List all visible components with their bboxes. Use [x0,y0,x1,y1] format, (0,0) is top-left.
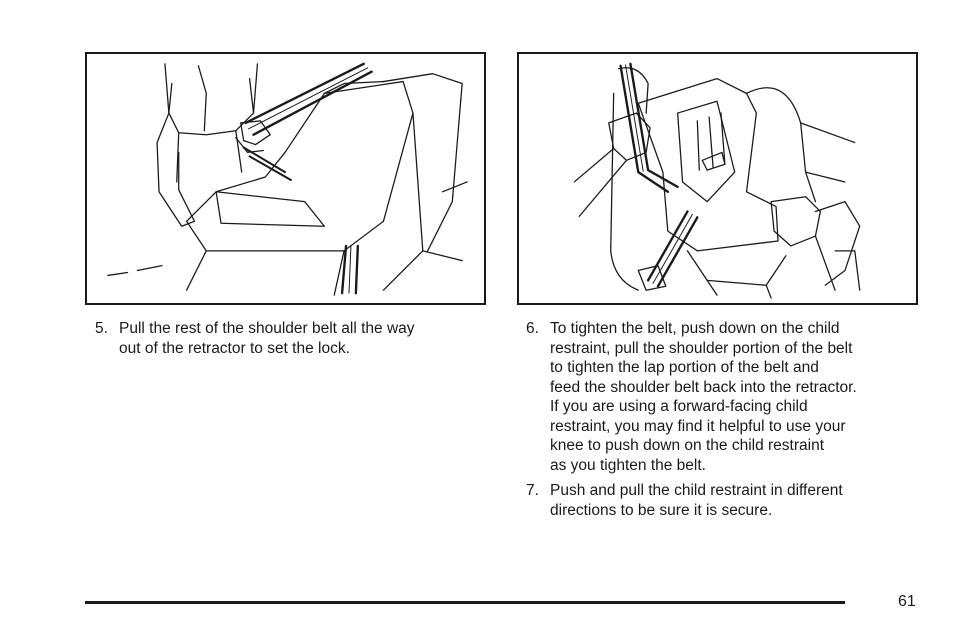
step-text: To tighten the belt, push down on the ch… [550,320,857,474]
step-number: 7. [526,482,539,499]
footer-rule [85,601,845,604]
page-number: 61 [898,593,916,610]
step-number: 5. [95,320,108,337]
step-number: 6. [526,320,539,337]
step-text: Push and pull the child restraint in dif… [550,482,843,519]
step-text: Pull the rest of the shoulder belt all t… [119,320,415,357]
illustration-tighten-belt [517,52,918,305]
illustration-pull-shoulder-belt [85,52,486,305]
tighten-belt-drawing [573,62,861,299]
pull-shoulder-belt-drawing [107,62,468,296]
